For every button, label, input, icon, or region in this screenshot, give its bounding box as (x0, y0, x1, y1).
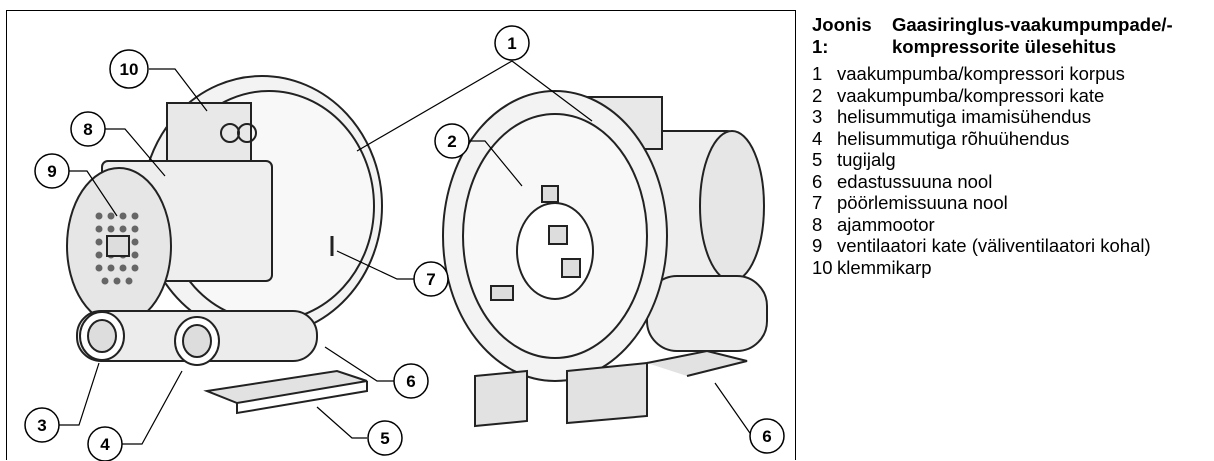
svg-text:5: 5 (380, 429, 389, 448)
caption-text: Gaasiringlus-vaakumpumpade/-kompressorit… (892, 14, 1173, 57)
callout-5: 5 (367, 420, 403, 456)
callouts: 1 2 3 4 5 (24, 25, 785, 461)
legend-number: 8 (812, 213, 823, 235)
callout-6-left: 6 (393, 363, 429, 399)
svg-text:2: 2 (447, 132, 456, 151)
legend-number: 3 (812, 106, 823, 127)
figure-frame: 1 2 3 4 5 (6, 10, 796, 461)
svg-text:4: 4 (100, 435, 110, 454)
callout-3: 3 (24, 407, 60, 443)
legend-text: pöörlemissuuna nool (837, 192, 1008, 213)
legend-text: tugijalg (837, 149, 896, 170)
legend-text: ventilaatori kate (väliventilaatori koha… (837, 235, 1151, 256)
legend-text: helisummutiga imamisühendus (837, 106, 1091, 127)
legend-list: 1 vaakumpumba/kompressori korpus 2 vaakump… (812, 63, 1212, 278)
right-blower-drawing (442, 90, 768, 428)
legend-text: vaakumpumba/kompressori kate (837, 84, 1105, 106)
legend-number: 7 (812, 192, 823, 213)
legend-number: 2 (812, 84, 823, 106)
legend-item: 8 ajammootor (812, 214, 1212, 236)
legend-item: 1 vaakumpumba/kompressori korpus (812, 63, 1212, 85)
legend-text: helisummutiga rõhuühendus (837, 127, 1070, 149)
figure-caption: Joonis 1: Gaasiringlus-vaakumpumpade/-ko… (812, 14, 1212, 278)
callout-6-right: 6 (749, 418, 785, 454)
svg-text:8: 8 (83, 120, 92, 139)
callout-8: 8 (70, 111, 106, 147)
callout-9: 9 (34, 153, 70, 189)
blower-illustration: 1 2 3 4 5 (24, 25, 785, 461)
legend-item: 2 vaakumpumba/kompressori kate (812, 85, 1212, 107)
svg-text:6: 6 (406, 372, 415, 391)
legend-item: 5 tugijalg (812, 149, 1212, 171)
legend-text: vaakumpumba/kompressori korpus (837, 63, 1125, 84)
svg-text:10: 10 (120, 60, 139, 79)
legend-text: edastussuuna nool (837, 170, 993, 192)
legend-item: 4 helisummutiga rõhuühendus (812, 128, 1212, 150)
legend-number: 5 (812, 149, 823, 170)
svg-text:3: 3 (37, 416, 46, 435)
legend-text: klemmikarp (837, 256, 932, 278)
legend-item: 9 ventilaatori kate (väliventilaatori koh… (812, 235, 1212, 257)
svg-text:7: 7 (426, 270, 435, 289)
legend-number: 9 (812, 235, 823, 256)
caption-title: Joonis 1: Gaasiringlus-vaakumpumpade/-ko… (812, 14, 1212, 57)
legend-text: ajammootor (837, 213, 935, 235)
callout-1: 1 (494, 25, 530, 61)
svg-text:1: 1 (507, 34, 516, 53)
legend-number: 6 (812, 170, 823, 192)
legend-number: 1 (812, 63, 823, 84)
legend-number: 10 (812, 256, 833, 278)
legend-number: 4 (812, 127, 823, 149)
svg-text:6: 6 (762, 427, 771, 446)
caption-label: Joonis 1: (812, 14, 872, 57)
left-blower-drawing (66, 75, 383, 415)
legend-item: 6 edastussuuna nool (812, 171, 1212, 193)
callout-7: 7 (413, 261, 449, 297)
legend-item: 7 pöörlemissuuna nool (812, 192, 1212, 214)
svg-text:9: 9 (47, 162, 56, 181)
legend-item: 3 helisummutiga imamisühendus (812, 106, 1212, 128)
callout-4: 4 (87, 426, 123, 461)
callout-2: 2 (434, 123, 470, 159)
callout-10: 10 (109, 49, 149, 89)
